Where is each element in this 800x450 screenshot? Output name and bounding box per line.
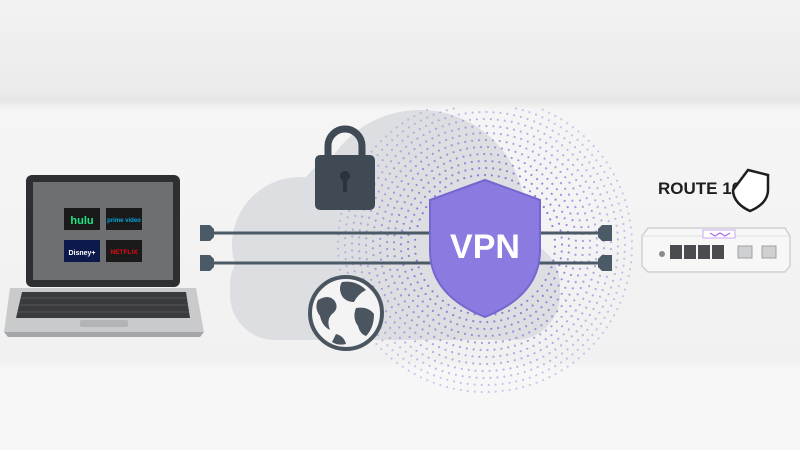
vpn-label: VPN bbox=[450, 228, 520, 266]
app-tile-disney: Disney+ bbox=[64, 240, 100, 262]
router-device-icon bbox=[641, 227, 791, 273]
app-tile-prime-video: prime video bbox=[106, 208, 142, 230]
app-tile-netflix: NETFLIX bbox=[106, 240, 142, 262]
app-tile-hulu: hulu bbox=[64, 208, 100, 230]
app-label-netflix: NETFLIX bbox=[110, 249, 138, 256]
padlock-icon bbox=[315, 125, 375, 210]
brand-shield-icon bbox=[731, 168, 770, 213]
router-brand-label: ROUTE 10 bbox=[658, 179, 741, 198]
app-label-prime-video: prime video bbox=[107, 218, 141, 224]
app-label-hulu: hulu bbox=[70, 215, 93, 227]
globe-icon bbox=[308, 275, 384, 351]
laptop-icon bbox=[4, 175, 204, 337]
vpn-shield-icon: VPN bbox=[429, 178, 541, 319]
app-label-disney: Disney+ bbox=[68, 250, 95, 257]
